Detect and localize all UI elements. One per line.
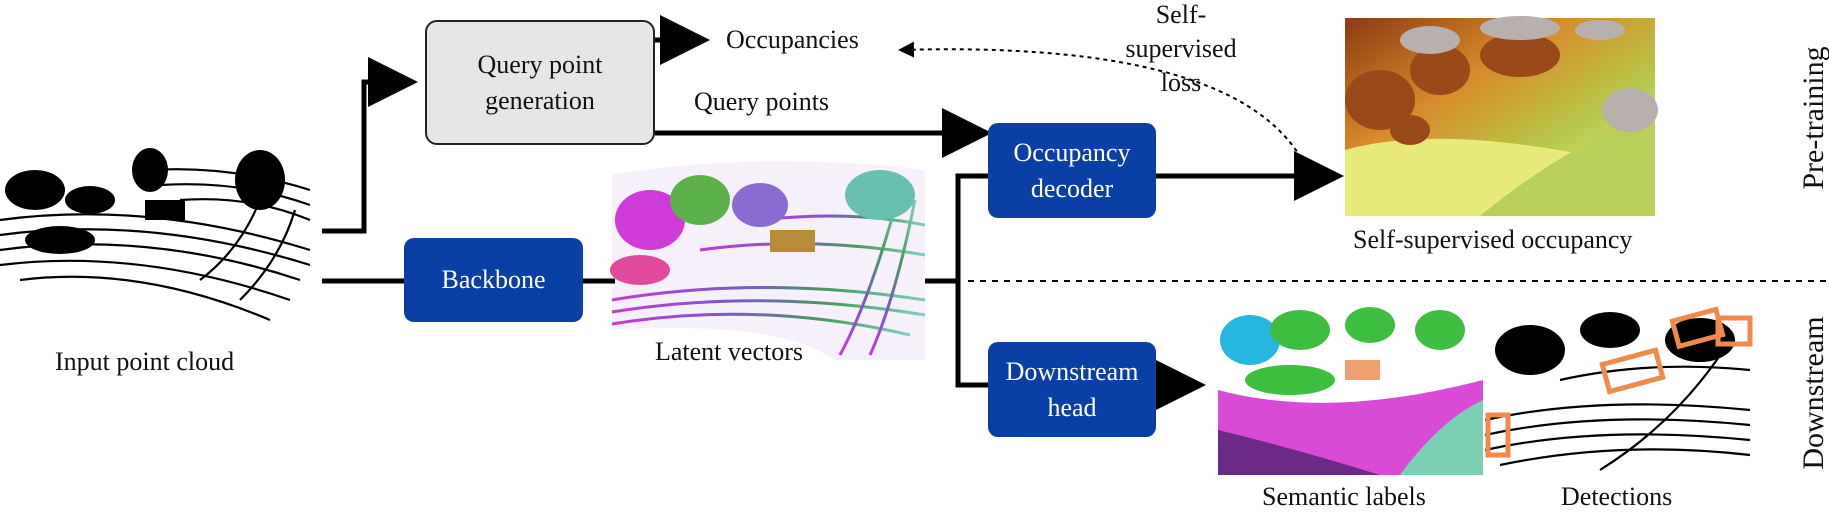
latent-vectors-image [610,161,926,360]
occupancy-decoder-box: Occupancy decoder [988,123,1156,218]
downstream-head-box: Downstream head [988,342,1156,437]
query-point-generation-label: Query point generation [477,50,603,115]
input-point-cloud-image [0,136,311,341]
semantic-labels-caption: Semantic labels [1262,482,1426,511]
latent-to-downstream-line [955,281,988,388]
backbone-label: Backbone [441,265,546,295]
input-to-query-arrow [322,57,418,234]
detections-image [1484,305,1753,475]
latent-vectors-caption: Latent vectors [655,337,803,366]
downstream-head-label: Downstream head [1005,357,1139,422]
backbone-box: Backbone [404,238,583,322]
query-point-generation-box: Query point generation [425,20,655,145]
input-point-cloud-caption: Input point cloud [55,347,235,376]
self-supervised-occupancy-image [1345,16,1658,216]
detections-caption: Detections [1561,482,1673,511]
occupancies-label: Occupancies [726,25,859,54]
self-supervised-occupancy-caption: Self-supervised occupancy [1353,225,1633,254]
query-points-label: Query points [694,87,830,116]
pre-training-section-label: Pre-training [1797,46,1829,190]
occupancy-decoder-label: Occupancy decoder [1013,138,1131,203]
downstream-section-label: Downstream [1797,316,1829,470]
semantic-labels-image [1218,305,1483,475]
self-supervised-loss-label: Self-supervised loss [1125,0,1237,97]
self-supervised-loss-curve [898,41,1319,182]
latent-branch-line [925,173,988,284]
